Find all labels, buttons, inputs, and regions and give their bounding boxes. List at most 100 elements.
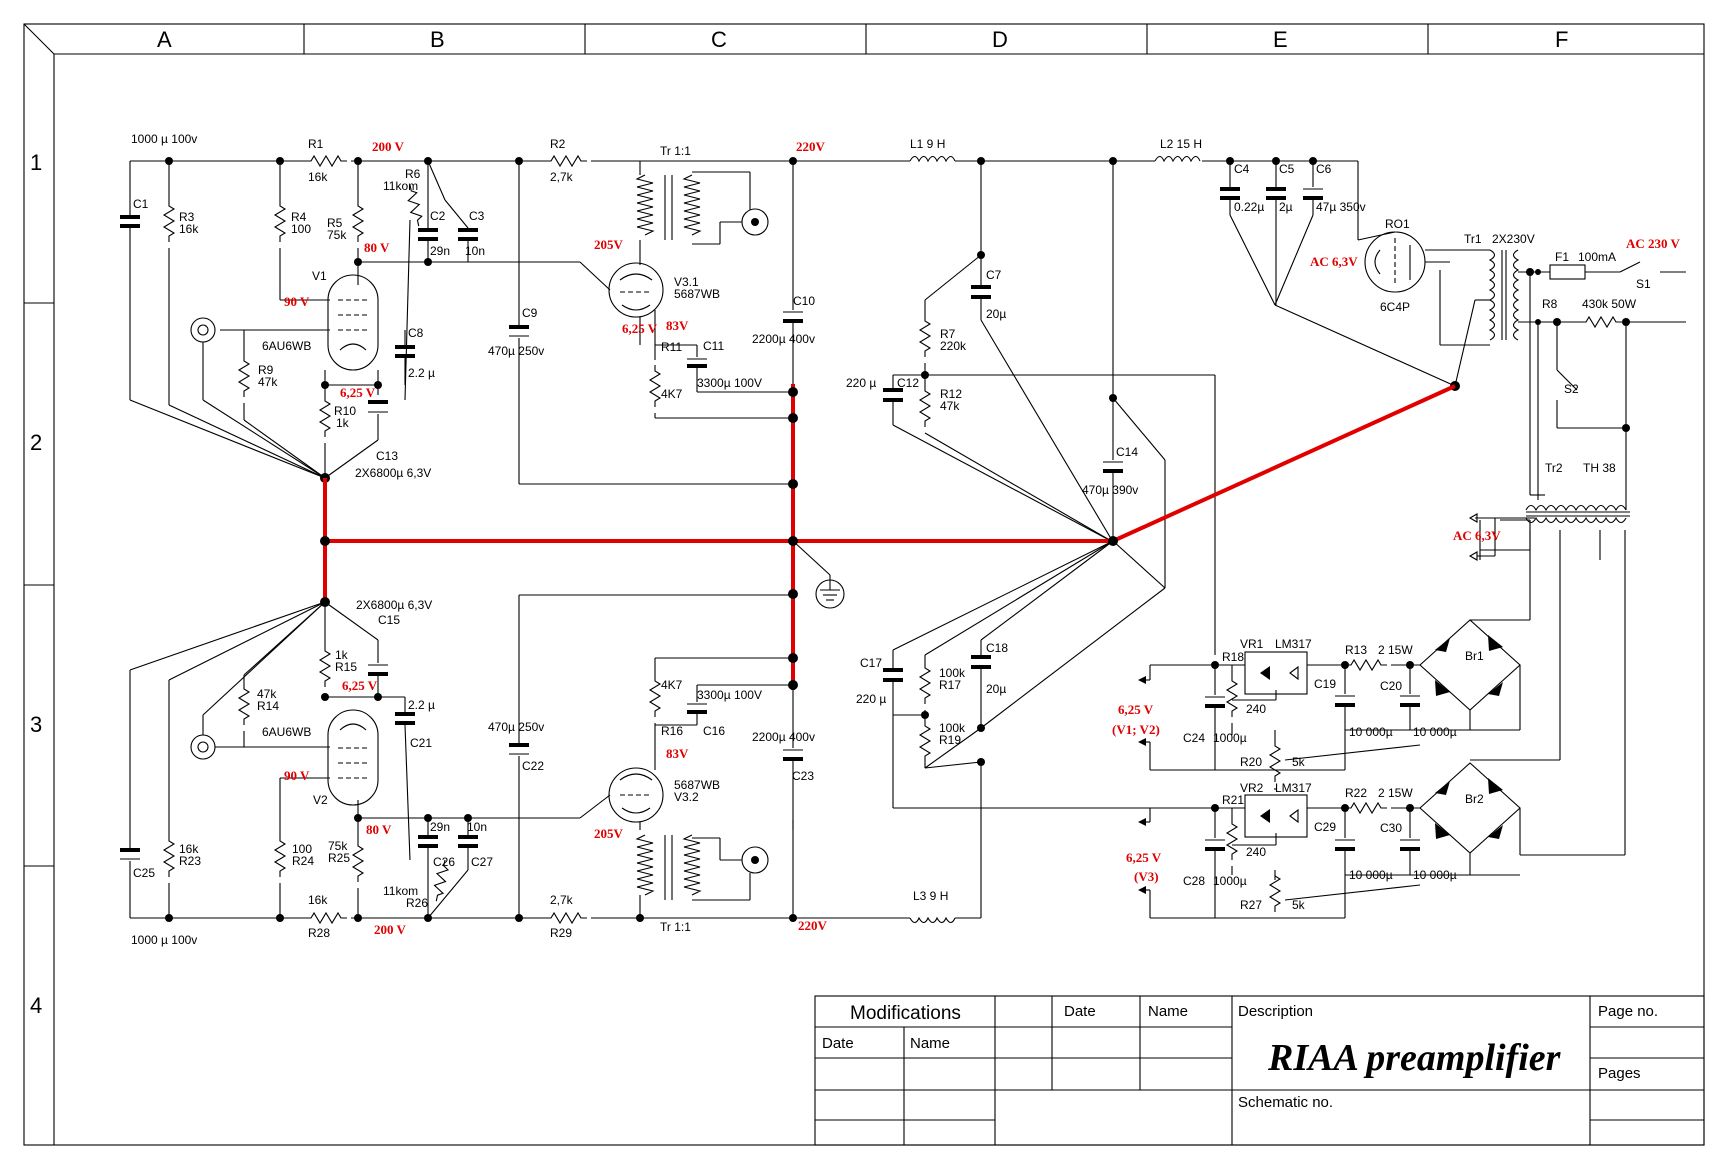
voltage-220-top: 220V <box>796 139 826 154</box>
label-r2-value: 2,7k <box>550 170 574 184</box>
label-r27: R27 <box>1240 898 1262 912</box>
label-c1: C1 <box>133 197 149 211</box>
label-v31-type: 5687WB <box>674 287 720 301</box>
grid-col-c: C <box>711 27 727 52</box>
label-tr1: Tr1 <box>1464 232 1482 246</box>
label-r27-value: 5k <box>1292 898 1306 912</box>
ground-bus <box>320 384 1456 690</box>
label-br2: Br2 <box>1465 792 1484 806</box>
label-c24: C24 <box>1183 731 1205 745</box>
label-c17: C17 <box>860 656 882 670</box>
label-c21-value: 2.2 µ <box>408 698 435 712</box>
drawing-title: RIAA preamplifier <box>1267 1037 1562 1079</box>
title-block-page-no: Page no. <box>1598 1003 1658 1020</box>
label-r17: R17 <box>939 678 961 692</box>
label-s1: S1 <box>1636 277 1651 291</box>
component-labels: 1000 µ 100v C1 R1 16k R2 2,7k Tr 1:1 L1 … <box>131 132 1651 947</box>
label-r18: R18 <box>1222 650 1244 664</box>
label-c2-value: 29n <box>430 244 450 258</box>
title-block-pages: Pages <box>1598 1065 1641 1082</box>
label-r1-value: 16k <box>308 170 328 184</box>
label-r15: R15 <box>335 660 357 674</box>
label-c13: C13 <box>376 449 398 463</box>
label-c8: C8 <box>408 326 424 340</box>
label-c15: C15 <box>378 613 400 627</box>
label-lm2: LM317 <box>1275 781 1312 795</box>
voltage-220-bot: 220V <box>798 918 828 933</box>
label-r20: R20 <box>1240 755 1262 769</box>
label-c6: C6 <box>1316 162 1332 176</box>
label-r5: R5 <box>327 216 343 230</box>
label-r1: R1 <box>308 137 324 151</box>
label-l2: L2 15 H <box>1160 137 1202 151</box>
voltage-625-v3-reg: 6,25 V <box>1126 850 1162 865</box>
voltage-83-top: 83V <box>666 318 689 333</box>
voltage-625-v3: 6,25 V <box>622 321 658 336</box>
title-block-description-label: Description <box>1238 1003 1313 1020</box>
title-block-date-header: Date <box>822 1035 854 1052</box>
label-r19: R19 <box>939 733 961 747</box>
label-r11-value: 4K7 <box>661 387 683 401</box>
label-tr1-value: 2X230V <box>1492 232 1535 246</box>
label-vr2: VR2 <box>1240 781 1264 795</box>
label-br1: Br1 <box>1465 649 1484 663</box>
title-block-date-header-2: Date <box>1064 1003 1096 1020</box>
voltage-205-bot: 205V <box>594 826 624 841</box>
label-f1: F1 <box>1555 250 1569 264</box>
label-r13: R13 <box>1345 643 1367 657</box>
label-c10: C10 <box>793 294 815 308</box>
label-c27: C27 <box>471 855 493 869</box>
label-c20: C20 <box>1380 679 1402 693</box>
label-r26: R26 <box>406 896 428 910</box>
label-c11: C11 <box>703 339 724 353</box>
label-v32: V3.2 <box>674 790 699 804</box>
label-s2: S2 <box>1564 382 1579 396</box>
label-r18-value: 240 <box>1246 702 1266 716</box>
voltage-625-top: 6,25 V <box>340 385 376 400</box>
label-r15-value: 1k <box>335 648 349 662</box>
label-c16: C16 <box>703 724 725 738</box>
label-c30-value: 10 000µ <box>1413 868 1457 882</box>
label-c30: C30 <box>1380 821 1402 835</box>
label-r7: R7 <box>940 327 956 341</box>
label-v32-type: 5687WB <box>674 778 720 792</box>
voltage-ac63-tr2: AC 6,3V <box>1453 528 1501 543</box>
label-r2: R2 <box>550 137 566 151</box>
title-block-name-header-2: Name <box>1148 1003 1188 1020</box>
voltage-labels: 200 V 80 V 90 V 6,25 V 205V 6,25 V 83V 2… <box>284 139 1681 937</box>
label-c2: C2 <box>430 209 446 223</box>
label-r29-value: 2,7k <box>550 893 574 907</box>
label-c4: C4 <box>1234 162 1250 176</box>
label-r24-value: 100 <box>292 842 312 856</box>
label-c13-value: 2X6800µ 6,3V <box>355 466 431 480</box>
label-r12: R12 <box>940 387 962 401</box>
label-r29: R29 <box>550 926 572 940</box>
label-c10-value: 2200µ 400v <box>752 332 815 346</box>
label-c28-value: 1000µ <box>1213 874 1247 888</box>
grid-row-2: 2 <box>30 430 42 455</box>
label-c19-value: 10 000µ <box>1349 725 1393 739</box>
label-c14: C14 <box>1116 445 1138 459</box>
label-r10: R10 <box>334 404 356 418</box>
label-r3-value: 16k <box>179 222 199 236</box>
label-l3: L3 9 H <box>913 889 948 903</box>
voltage-80-bot: 80 V <box>366 822 392 837</box>
label-r14-value: 47k <box>257 687 277 701</box>
label-c3: C3 <box>469 209 485 223</box>
label-c14-value: 470µ 390v <box>1082 483 1138 497</box>
voltage-200-top: 200 V <box>372 139 405 154</box>
label-c29-value: 10 000µ <box>1349 868 1393 882</box>
label-c19: C19 <box>1314 677 1336 691</box>
label-c9: C9 <box>522 306 538 320</box>
label-c15-value: 2X6800µ 6,3V <box>356 598 432 612</box>
label-tr2: Tr2 <box>1545 461 1563 475</box>
voltage-v3: (V3) <box>1134 869 1159 884</box>
label-c6-value: 47µ 350v <box>1316 200 1366 214</box>
label-r16-value: 4K7 <box>661 678 683 692</box>
label-c12: C12 <box>897 376 919 390</box>
voltage-625-v12: 6,25 V <box>1118 702 1154 717</box>
label-c25-value: 1000 µ 100v <box>131 933 197 947</box>
label-f1-value: 100mA <box>1578 250 1616 264</box>
label-r7-value: 220k <box>940 339 967 353</box>
label-c8-value: 2.2 µ <box>408 366 435 380</box>
